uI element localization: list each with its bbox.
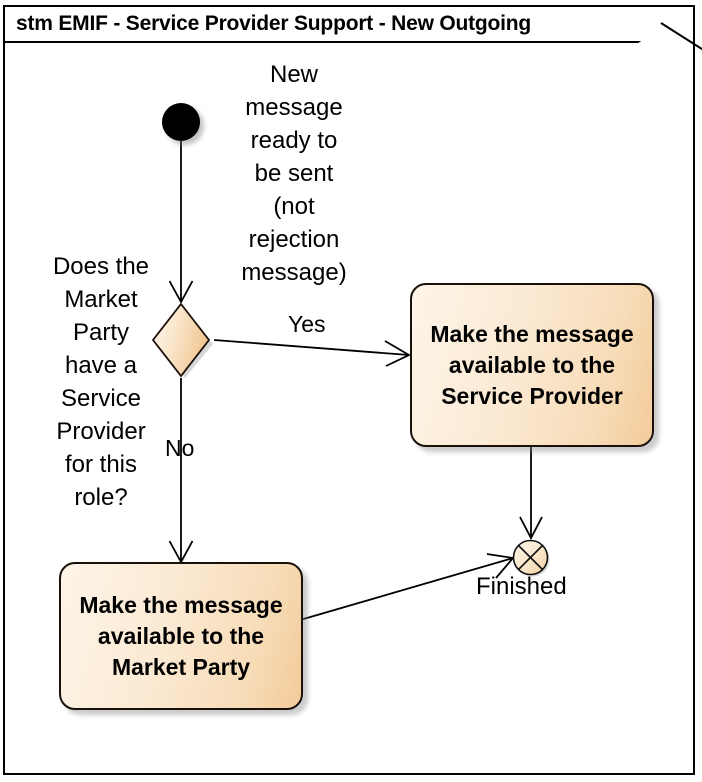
guard-label-yes: Yes xyxy=(288,311,326,337)
initial-node[interactable] xyxy=(162,103,200,141)
terminate-node-label: Finished xyxy=(476,573,567,600)
decision-question-label: Does the Market Party have a Service Pro… xyxy=(52,253,150,511)
state-make-message-available-service-provider[interactable]: Make the message available to the Servic… xyxy=(410,283,654,447)
guard-label-no: No xyxy=(165,435,195,461)
diagram-title: stm EMIF - Service Provider Support - Ne… xyxy=(16,12,532,35)
state-make-message-available-market-party[interactable]: Make the message available to the Market… xyxy=(59,562,303,710)
terminate-node[interactable] xyxy=(511,538,551,578)
diagram-title-tab xyxy=(3,5,695,43)
decision-node[interactable] xyxy=(149,302,213,378)
transition-trigger-label: New message ready to be sent (not reject… xyxy=(241,61,347,286)
